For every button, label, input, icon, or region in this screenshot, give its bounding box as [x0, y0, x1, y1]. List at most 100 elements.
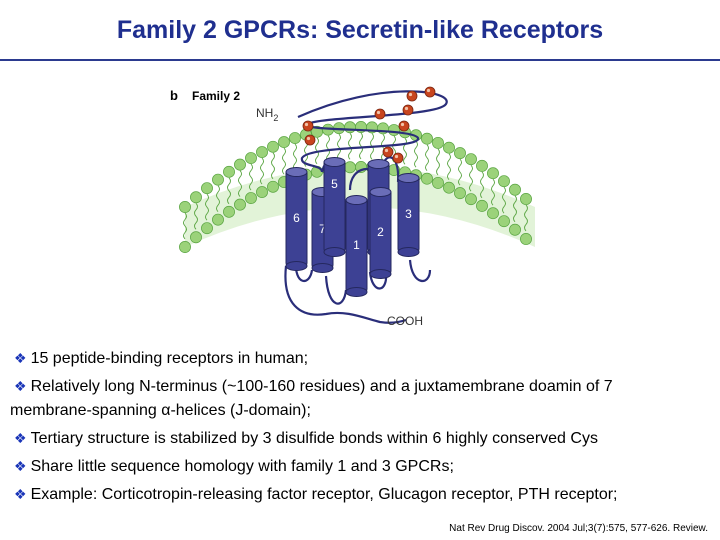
lipid-head: [432, 176, 444, 189]
cysteine-highlight: [394, 154, 399, 159]
lipid-head: [245, 192, 257, 204]
bullet-item: ❖Tertiary structure is stabilized by 3 d…: [14, 430, 598, 447]
lipid-tail: [491, 178, 495, 206]
lipid-head: [344, 121, 356, 134]
lipid-tail: [425, 144, 429, 172]
lipid-head: [234, 158, 246, 171]
n-terminus-label: NH2: [256, 106, 278, 123]
cysteine-highlight: [384, 148, 389, 153]
cysteine-residue: [406, 90, 418, 102]
lipid-head: [498, 215, 510, 228]
lipid-head: [432, 136, 444, 149]
lipid-tail: [524, 204, 528, 232]
lipid-tail: [282, 147, 286, 175]
lipid-head: [201, 222, 213, 235]
lipid-head: [443, 141, 455, 154]
lipid-head: [201, 182, 213, 195]
bullet-list: ❖15 peptide-binding receptors in human; …: [10, 346, 710, 510]
cysteine-residue: [304, 134, 316, 146]
lipid-head: [476, 159, 488, 172]
lipid-tail: [216, 185, 220, 212]
gpcr-family2-diagram: b Family 2 NH2 6751423 COOH: [170, 86, 535, 328]
lipid-tail: [271, 152, 275, 180]
helix-number-label: 6: [293, 211, 300, 225]
cysteine-highlight: [408, 92, 413, 97]
helix-number-label: 2: [377, 225, 384, 239]
lipid-tail: [480, 171, 484, 199]
title-divider: [0, 59, 720, 61]
lipid-tail: [194, 202, 198, 230]
helix-number-label: 7: [319, 222, 326, 236]
lipid-tail: [502, 186, 506, 214]
lipid-head: [465, 193, 477, 206]
lipid-head: [289, 132, 301, 144]
lipid-head: [454, 187, 466, 200]
lipid-tail: [458, 158, 462, 186]
lipid-head: [476, 199, 488, 212]
cysteine-residue: [402, 104, 414, 116]
c-terminus-label: COOH: [387, 314, 423, 328]
lipid-head: [256, 146, 268, 159]
lipid-head: [267, 180, 279, 193]
bullet-marker-icon: ❖: [14, 430, 27, 446]
cysteine-residue: [302, 120, 314, 132]
lipid-tail: [381, 134, 385, 161]
helix-number-label: 5: [331, 177, 338, 191]
lipid-tail: [260, 157, 264, 185]
lipid-head: [498, 175, 510, 188]
lipid-tail: [447, 153, 451, 180]
lipid-head: [443, 181, 455, 194]
cysteine-residue: [398, 120, 410, 132]
lipid-head: [223, 165, 235, 178]
lipid-tail: [348, 132, 352, 160]
cysteine-residues: [302, 86, 436, 164]
bullet-item: ❖Relatively long N-terminus (~100-160 re…: [10, 378, 613, 419]
lipid-head: [520, 233, 532, 245]
helix-5: 5: [323, 157, 346, 257]
lipid-tail: [205, 193, 209, 221]
helix-number-label: 3: [405, 207, 412, 221]
panel-label: Family 2: [192, 89, 240, 103]
cysteine-residue: [382, 146, 394, 158]
cysteine-residue: [374, 108, 386, 120]
lipid-head: [421, 172, 433, 185]
slide-title: Family 2 GPCRs: Secretin-like Receptors: [116, 16, 604, 44]
helix-2: 2: [369, 187, 392, 279]
lipid-tail: [326, 135, 330, 162]
lipid-head: [179, 201, 191, 213]
bullet-item: ❖Share little sequence homology with fam…: [14, 458, 454, 475]
citation: Nat Rev Drug Discov. 2004 Jul;3(7):575, …: [449, 523, 708, 534]
lipid-head: [454, 147, 466, 160]
bullet-marker-icon: ❖: [14, 458, 27, 474]
lipid-head: [190, 191, 202, 204]
lipid-head: [487, 167, 499, 180]
cysteine-highlight: [304, 122, 309, 127]
lipid-head: [465, 153, 477, 166]
lipid-head: [212, 173, 224, 186]
lipid-head: [256, 186, 268, 199]
lipid-head: [245, 152, 257, 164]
lipid-head: [223, 205, 235, 218]
lipid-head: [179, 241, 191, 253]
lipid-head: [278, 136, 290, 149]
helix-number-label: 1: [353, 238, 360, 252]
lipid-tail: [249, 163, 253, 191]
cysteine-residue: [392, 152, 404, 164]
cysteine-residue: [424, 86, 436, 98]
bullet-marker-icon: ❖: [14, 350, 27, 366]
bullet-marker-icon: ❖: [14, 378, 27, 394]
lipid-tail: [414, 140, 418, 168]
cysteine-highlight: [306, 136, 311, 141]
cysteine-highlight: [376, 110, 381, 115]
lipid-head: [267, 140, 279, 153]
cysteine-highlight: [426, 88, 431, 93]
lipid-tail: [436, 148, 440, 176]
lipid-tail: [513, 195, 517, 223]
lipid-tail: [403, 137, 407, 165]
transmembrane-helices: 6751423: [285, 157, 420, 297]
lipid-tail: [293, 143, 297, 171]
lipid-head: [509, 223, 521, 236]
lipid-tail: [469, 164, 473, 192]
lipid-head: [212, 213, 224, 226]
lipid-head: [190, 231, 202, 244]
